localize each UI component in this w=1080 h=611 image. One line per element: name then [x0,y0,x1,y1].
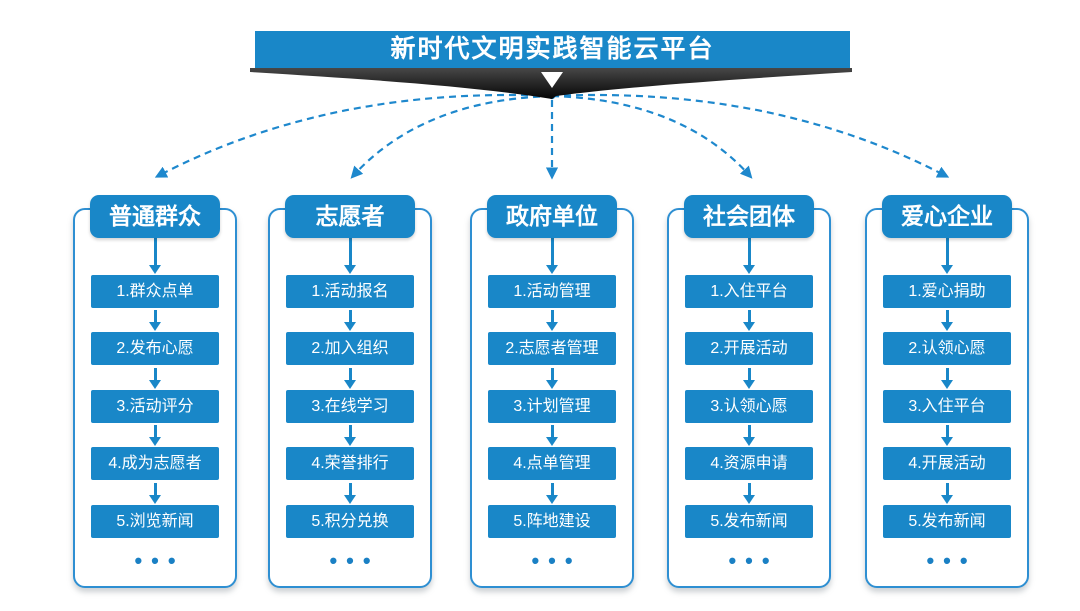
flow-step: 4.成为志愿者 [91,447,219,480]
more-steps-ellipsis: ••• [329,548,380,573]
column-header: 志愿者 [285,195,415,238]
column-header: 爱心企业 [882,195,1012,238]
more-steps-ellipsis: ••• [531,548,582,573]
flow-step: 5.发布新闻 [883,505,1011,538]
flow-step: 4.资源申请 [685,447,813,480]
platform-title-banner: 新时代文明实践智能云平台 [255,31,850,68]
arrow-down-icon [742,310,755,331]
arrow-down-icon [940,368,953,389]
flow-step: 2.发布心愿 [91,332,219,365]
arrow-down-icon [343,483,356,504]
platform-title: 新时代文明实践智能云平台 [390,35,715,63]
flow-step: 3.计划管理 [488,390,616,423]
arrow-down-icon [148,368,161,389]
role-column-social-groups: 社会团体 1.入住平台 2.开展活动 3.认领心愿 4.资源申请 5.发布新闻 … [667,195,831,588]
more-steps-ellipsis: ••• [134,548,185,573]
column-header: 政府单位 [487,195,617,238]
role-column-volunteers: 志愿者 1.活动报名 2.加入组织 3.在线学习 4.荣誉排行 5.积分兑换 •… [268,195,432,588]
arrow-down-icon [742,483,755,504]
arrow-down-icon [545,483,558,504]
arrow-down-icon [148,425,161,446]
flow-step: 2.加入组织 [286,332,414,365]
role-column-government: 政府单位 1.活动管理 2.志愿者管理 3.计划管理 4.点单管理 5.阵地建设… [470,195,634,588]
arrow-down-icon [545,238,558,274]
flow-step: 5.阵地建设 [488,505,616,538]
flow-step: 1.入住平台 [685,275,813,308]
flow-step: 5.发布新闻 [685,505,813,538]
arrow-down-icon [940,483,953,504]
flow-step: 2.认领心愿 [883,332,1011,365]
flow-step: 4.荣誉排行 [286,447,414,480]
flow-step: 4.开展活动 [883,447,1011,480]
flow-step: 3.入住平台 [883,390,1011,423]
arrow-down-icon [940,425,953,446]
banner-ribbon-icon [250,68,852,99]
arrow-down-icon [742,238,755,274]
more-steps-ellipsis: ••• [926,548,977,573]
arrow-down-icon [148,238,161,274]
arrow-down-icon [343,425,356,446]
more-steps-ellipsis: ••• [728,548,779,573]
arrow-down-icon [545,310,558,331]
arrow-down-icon [940,310,953,331]
column-header: 社会团体 [684,195,814,238]
flow-step: 1.活动管理 [488,275,616,308]
flow-step: 2.开展活动 [685,332,813,365]
arrow-down-icon [148,483,161,504]
flow-step: 3.认领心愿 [685,390,813,423]
arrow-down-icon [940,238,953,274]
down-arrow-icon [541,72,563,88]
arrow-down-icon [343,368,356,389]
flow-step: 2.志愿者管理 [488,332,616,365]
flow-step: 1.活动报名 [286,275,414,308]
role-column-caring-enterprises: 爱心企业 1.爱心捐助 2.认领心愿 3.入住平台 4.开展活动 5.发布新闻 … [865,195,1029,588]
arrow-down-icon [148,310,161,331]
role-column-ordinary-people: 普通群众 1.群众点单 2.发布心愿 3.活动评分 4.成为志愿者 5.浏览新闻… [73,195,237,588]
flow-step: 5.积分兑换 [286,505,414,538]
flow-step: 3.活动评分 [91,390,219,423]
flow-step: 5.浏览新闻 [91,505,219,538]
column-header: 普通群众 [90,195,220,238]
arrow-down-icon [343,310,356,331]
arrow-down-icon [742,368,755,389]
arrow-down-icon [343,238,356,274]
flow-step: 4.点单管理 [488,447,616,480]
arrow-down-icon [545,425,558,446]
flow-step: 1.爱心捐助 [883,275,1011,308]
arrow-down-icon [742,425,755,446]
flow-step: 1.群众点单 [91,275,219,308]
flow-step: 3.在线学习 [286,390,414,423]
arrow-down-icon [545,368,558,389]
